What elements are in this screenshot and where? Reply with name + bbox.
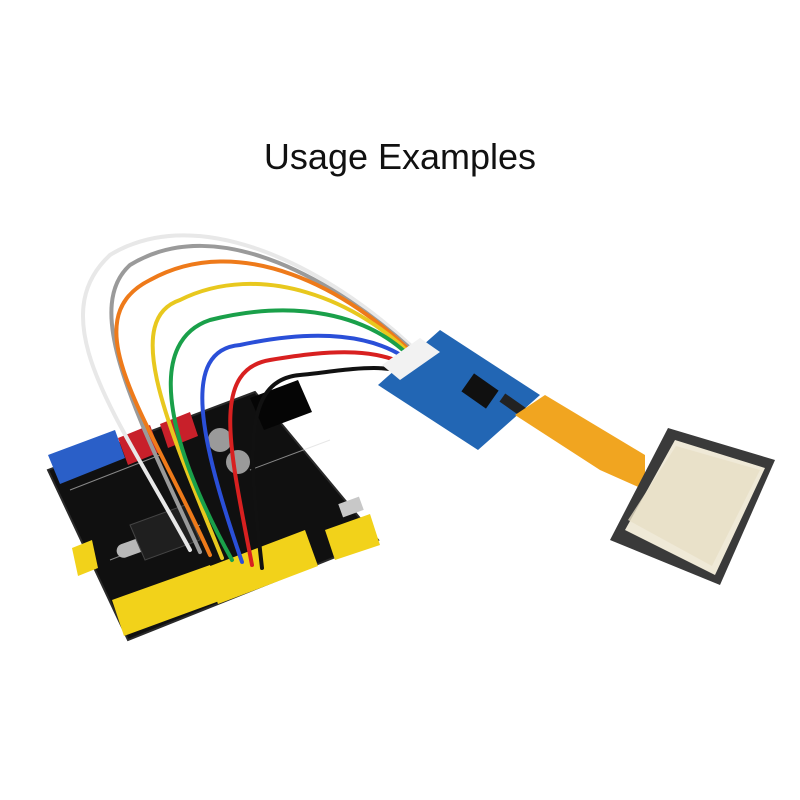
oled-display [610, 428, 775, 585]
usb-port [338, 496, 364, 518]
connector [382, 338, 440, 380]
jumper-wires [81, 233, 426, 570]
blue-header [48, 430, 125, 484]
yellow-header-left [112, 565, 222, 636]
main-board [46, 380, 380, 642]
fpc-ribbon [515, 395, 645, 490]
driver-chip [461, 373, 499, 409]
capacitor [208, 428, 232, 452]
driver-board [378, 330, 540, 450]
page-title: Usage Examples [263, 136, 537, 177]
